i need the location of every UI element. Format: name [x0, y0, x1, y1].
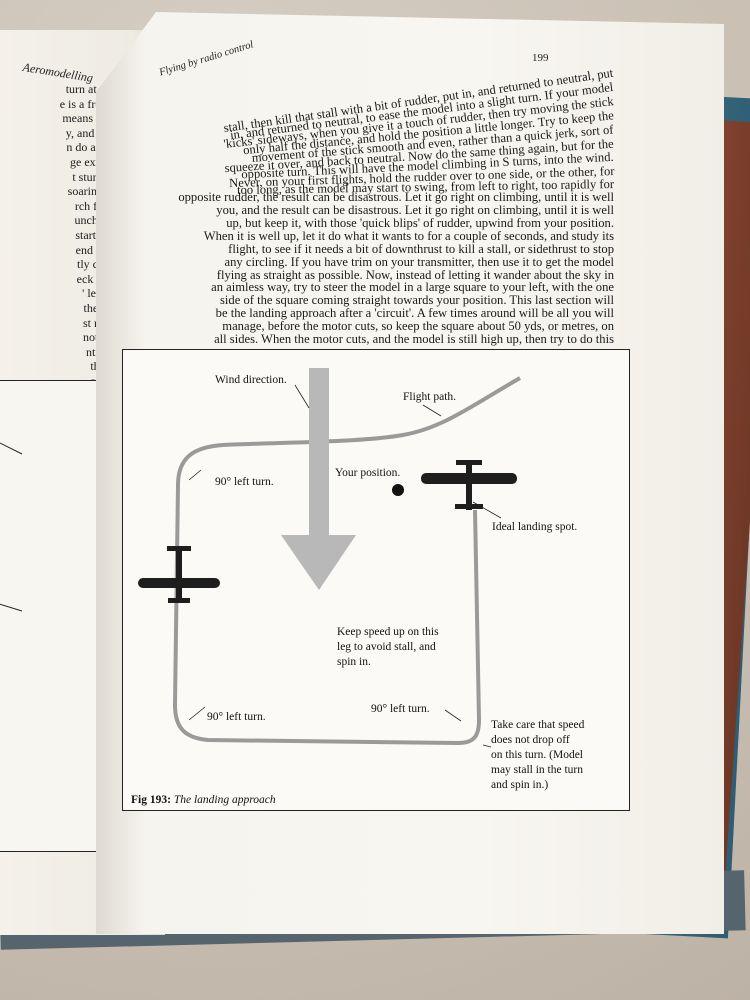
label-keep-speed-3: spin in.: [337, 656, 371, 668]
wind-arrow: [281, 368, 356, 590]
label-keep-speed-2: leg to avoid stall, and: [337, 641, 436, 653]
label-turn-top-left: 90° left turn.: [215, 476, 274, 488]
label-take-care-5: and spin in.): [491, 779, 548, 791]
figure-caption: Fig 193: The landing approach: [131, 794, 276, 806]
label-take-care-4: may stall in the turn: [491, 764, 583, 776]
caption-title: The landing approach: [173, 794, 276, 806]
body-text-line: opposite rudder, the result can be disas…: [178, 190, 614, 205]
label-take-care-2: does not drop off: [491, 734, 570, 746]
label-turn-bottom-left: 90° left turn.: [207, 711, 266, 723]
body-text-line: all sides. When the motor cuts, and the …: [214, 332, 614, 346]
figure-landing-approach: Wind direction. Flight path. Your positi…: [122, 349, 630, 811]
label-wind-direction: Wind direction.: [215, 374, 287, 386]
body-text-line: flying as straight as possible. Now, ins…: [216, 267, 614, 282]
running-head: Flying by radio control: [158, 39, 255, 79]
aircraft-left-icon: [138, 546, 220, 603]
label-ideal-landing: Ideal landing spot.: [492, 521, 577, 533]
body-text-line: side of the square coming straight towar…: [220, 293, 614, 308]
body-text-line: any circling. If you have trim on your t…: [224, 254, 614, 269]
body-text-line: When it is well up, let it do what it wa…: [203, 228, 614, 243]
page-number: 199: [532, 52, 549, 64]
right-page: Flying by radio control 199 stall, then …: [96, 12, 724, 934]
landing-diagram: Wind direction. Flight path. Your positi…: [138, 368, 585, 791]
body-text-line: up, but keep it, with those 'quick blips…: [226, 215, 614, 230]
label-turn-bottom-right: 90° left turn.: [371, 703, 430, 715]
label-flight-path: Flight path.: [403, 391, 456, 403]
body-text-line: flight, to see if it needs a bit of down…: [228, 241, 614, 256]
label-your-position: Your position.: [335, 467, 400, 479]
left-figure-lines: [0, 442, 23, 612]
label-keep-speed-1: Keep speed up on this: [337, 626, 439, 638]
flight-path-line: [172, 376, 521, 746]
body-text-line: manage, before the motor cuts, so keep t…: [222, 319, 614, 334]
body-text-line: an aimless way, try to steer the model i…: [211, 280, 614, 295]
label-take-care-3: on this turn. (Model: [491, 749, 583, 761]
your-position-dot: [392, 484, 404, 496]
body-text-line: you, and the result can be disastrous. L…: [216, 203, 614, 217]
caption-number: Fig 193:: [131, 794, 171, 806]
aircraft-right-icon: [421, 460, 517, 510]
label-take-care-1: Take care that speed: [491, 719, 585, 731]
body-text-line: be the landing approach after a 'circuit…: [215, 306, 614, 321]
